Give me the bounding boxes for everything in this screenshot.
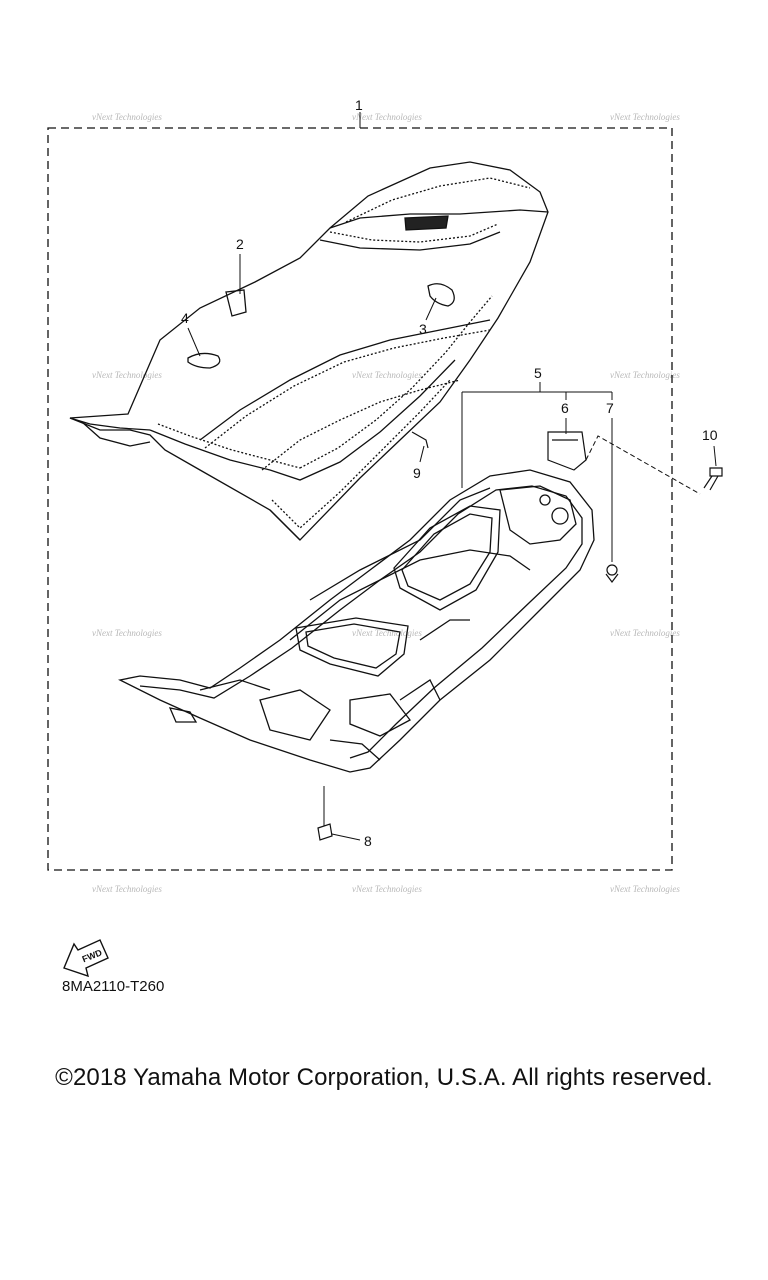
nut-7 xyxy=(605,564,619,583)
watermark: vNext Technologies xyxy=(352,884,422,894)
callout-5-bracket xyxy=(461,382,613,488)
callout-6: 6 xyxy=(561,400,569,416)
leader-line-3 xyxy=(425,297,437,321)
watermark: vNext Technologies xyxy=(610,370,680,380)
seat-base xyxy=(118,469,595,773)
watermark: vNext Technologies xyxy=(610,628,680,638)
callout-7: 7 xyxy=(606,400,614,416)
watermark-group: vNext Technologies vNext Technologies vN… xyxy=(92,112,680,894)
forward-arrow-icon: FWD xyxy=(63,939,109,978)
leader-line-4 xyxy=(187,327,201,357)
watermark: vNext Technologies xyxy=(352,628,422,638)
seat-top-cover xyxy=(69,161,549,541)
drawing-code: 8MA2110-T260 xyxy=(62,978,165,995)
callout-5: 5 xyxy=(534,365,542,381)
watermark: vNext Technologies xyxy=(92,370,162,380)
watermark: vNext Technologies xyxy=(610,884,680,894)
callout-2: 2 xyxy=(236,236,244,252)
watermark: vNext Technologies xyxy=(92,112,162,122)
assembly-boundary xyxy=(47,127,673,871)
leader-line-10 xyxy=(713,445,717,467)
copyright-notice: ©2018 Yamaha Motor Corporation, U.S.A. A… xyxy=(55,1064,713,1091)
clip-8 xyxy=(317,823,333,841)
leader-line-9 xyxy=(419,445,425,463)
watermark: vNext Technologies xyxy=(92,628,162,638)
watermark: vNext Technologies xyxy=(352,370,422,380)
pin-9 xyxy=(411,431,429,449)
callout-1: 1 xyxy=(355,97,363,113)
callout-3: 3 xyxy=(419,321,427,337)
watermark: vNext Technologies xyxy=(92,884,162,894)
callout-9: 9 xyxy=(413,465,421,481)
leader-line-8 xyxy=(331,833,361,841)
callout-8: 8 xyxy=(364,833,372,849)
watermark: vNext Technologies xyxy=(352,112,422,122)
mounting-line-10 xyxy=(585,435,701,495)
bracket-plate-6 xyxy=(547,431,587,471)
screw-10 xyxy=(703,467,723,491)
callout-4: 4 xyxy=(181,310,189,326)
watermark: vNext Technologies xyxy=(610,112,680,122)
callout-10: 10 xyxy=(702,427,718,443)
